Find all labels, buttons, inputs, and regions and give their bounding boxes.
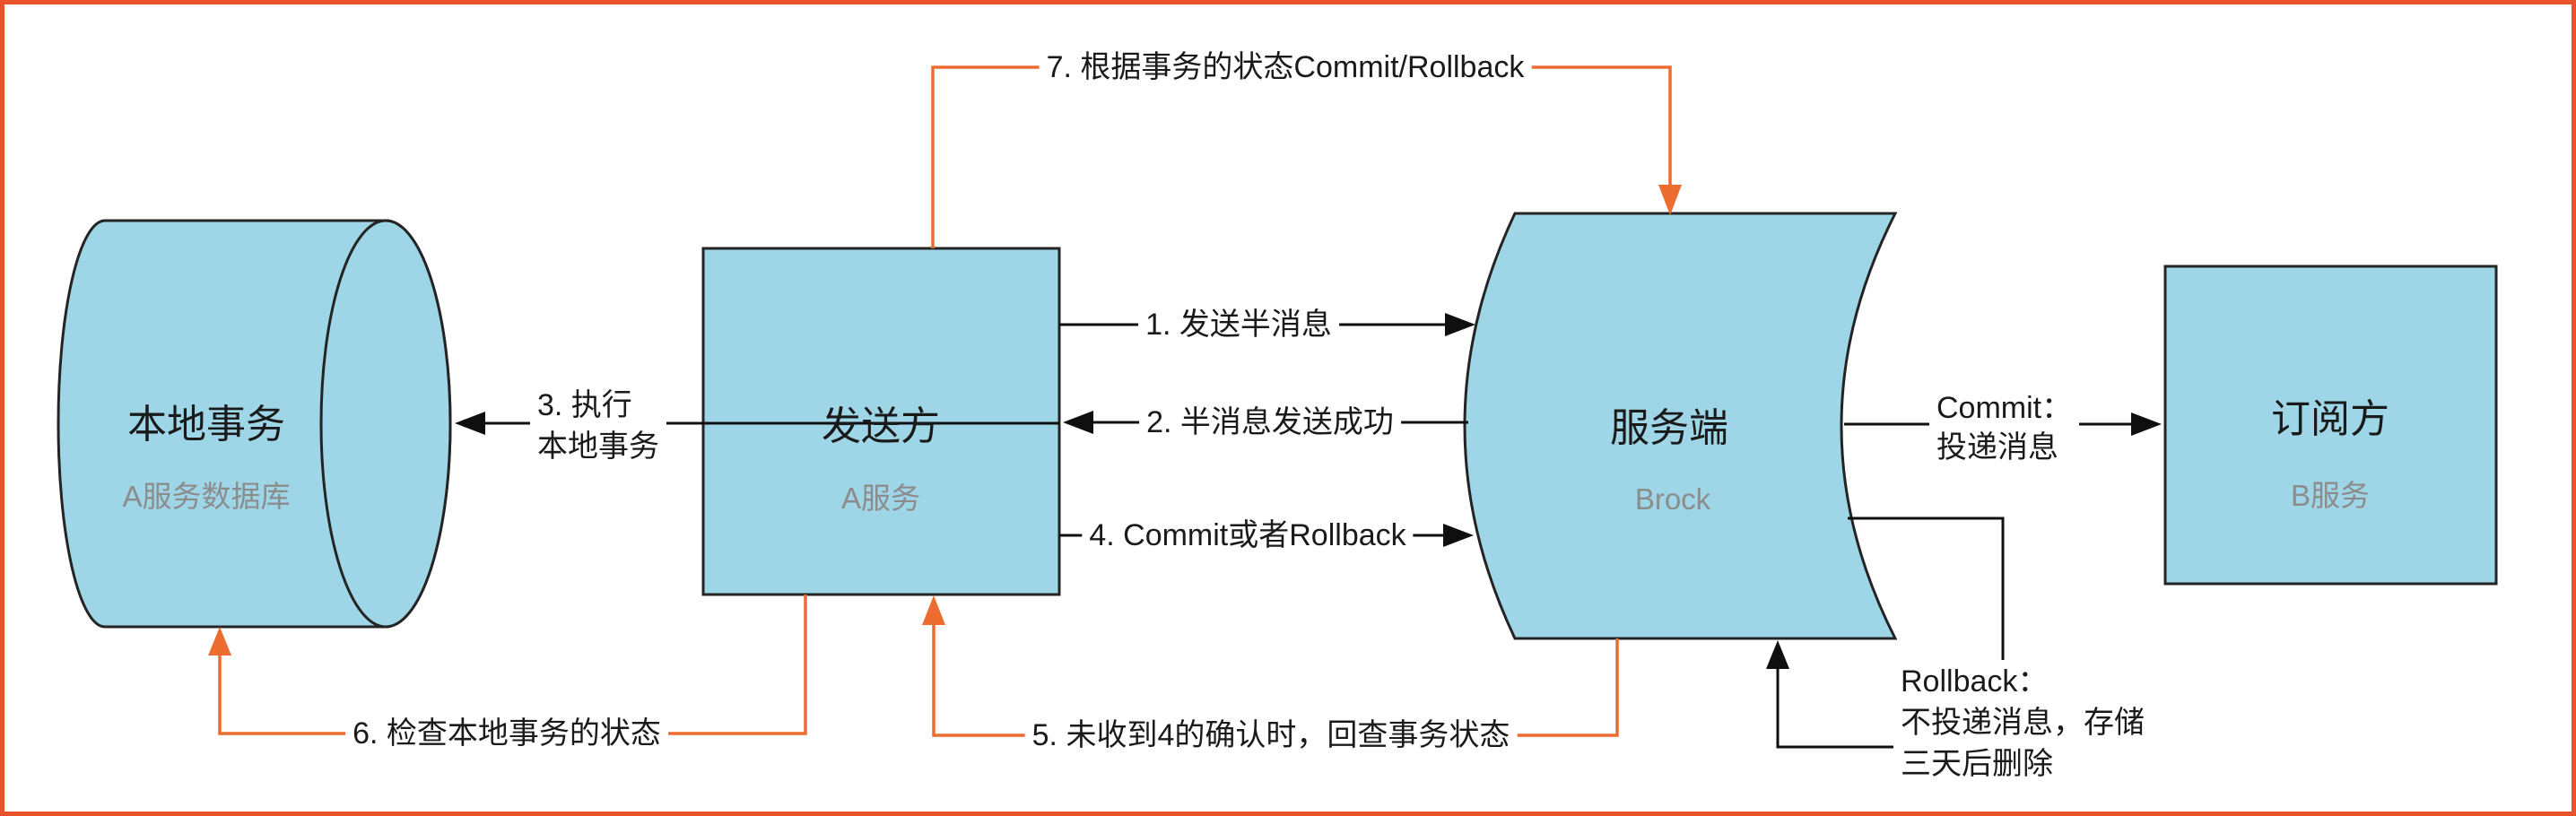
step1-arrowhead-icon: [1445, 313, 1475, 336]
step2-arrowhead-icon: [1063, 411, 1093, 434]
subscriber-subtitle: B服务: [2290, 479, 2371, 512]
commit-label: Commit： 投递消息: [1929, 387, 2080, 468]
step3-label: 3. 执行 本地事务: [530, 384, 666, 468]
rollback-return-line: [1776, 669, 1895, 749]
step6-arrowhead-icon: [208, 627, 231, 655]
step7-label: 7. 根据事务的状态Commit/Rollback: [1039, 48, 1532, 87]
subscriber-title: 订阅方: [2271, 397, 2389, 441]
server-title: 服务端: [1610, 406, 1728, 450]
sender-title: 发送方: [822, 404, 940, 448]
step4-label: 4. Commit或者Rollback: [1082, 516, 1414, 555]
local-db-subtitle: A服务数据库: [122, 480, 291, 513]
step5-label: 5. 未收到4的确认时，回查事务状态: [1024, 716, 1518, 755]
rollback-label: Rollback： 不投递消息，存储 三天后删除: [1893, 660, 2152, 786]
sender-box: [701, 247, 1061, 596]
subscriber-box: [2163, 265, 2498, 586]
commit-label-line1: Commit：: [1936, 391, 2073, 425]
step5-arrowhead-icon: [922, 595, 945, 625]
rollback-label-line2: 不投递消息，存储: [1901, 706, 2145, 740]
commit-label-line2: 投递消息: [1936, 430, 2058, 464]
sender-subtitle: A服务: [840, 482, 921, 515]
step3-arrowhead-icon: [455, 412, 485, 435]
server-shape: [1463, 212, 1898, 640]
rollback-label-line1: Rollback：: [1901, 664, 2049, 699]
step4-arrowhead-icon: [1443, 524, 1474, 547]
local-db-title: 本地事务: [127, 403, 285, 447]
step3-label-line2: 本地事务: [537, 430, 659, 464]
commit-arrowhead-icon: [2131, 412, 2162, 436]
server-subtitle: Brock: [1634, 482, 1711, 516]
rollback-label-line3: 三天后删除: [1901, 747, 2053, 781]
step2-label: 2. 半消息发送成功: [1139, 403, 1401, 442]
step1-label: 1. 发送半消息: [1138, 305, 1339, 344]
step3-label-line1: 3. 执行: [537, 388, 632, 422]
step6-label: 6. 检查本地事务的状态: [345, 714, 668, 753]
local-db-cylinder-cap: [319, 219, 452, 629]
step7-arrowhead-icon: [1658, 185, 1682, 215]
rollback-return-arrowhead-icon: [1766, 640, 1789, 669]
diagram-geometry: [57, 65, 2498, 749]
rollback-out-line: [1848, 517, 2005, 664]
